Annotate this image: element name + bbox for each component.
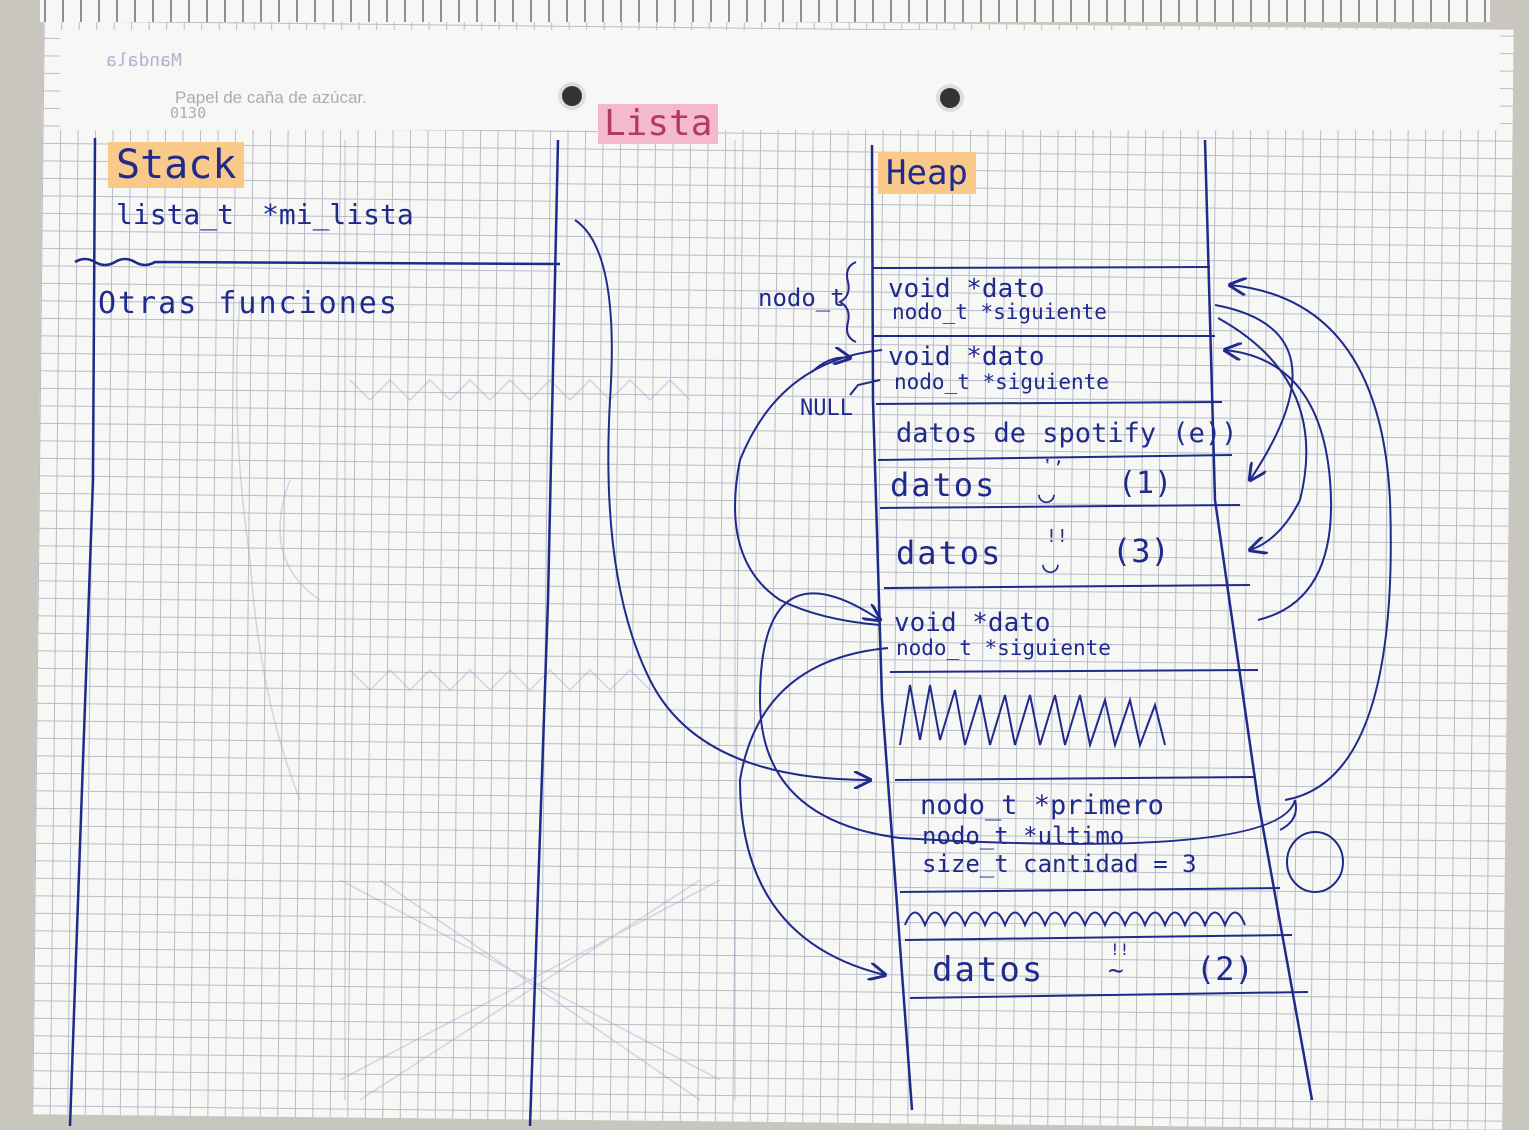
heap-garbage-2	[904, 911, 1246, 928]
data-1-eyes: ʽʼ	[1042, 458, 1064, 479]
arrow-node1-dato	[1214, 304, 1294, 480]
column-dividers	[68, 137, 1314, 1126]
data-3-index: (3)	[1112, 532, 1170, 570]
stack-variable-name: *mi_lista	[262, 198, 414, 231]
data-1-index: (1)	[1118, 466, 1173, 501]
data-1-label: datos	[890, 466, 997, 504]
stack-variable-type: lista_t	[116, 198, 235, 231]
arrow-node1-siguiente-to-node2	[1217, 317, 1308, 550]
lista-cantidad: size_t cantidad = 3	[922, 850, 1197, 878]
lista-ultimo: nodo_t *ultimo	[922, 822, 1125, 850]
spotify-data-cell: datos de spotify (e))	[896, 418, 1238, 449]
lista-title: Lista	[598, 104, 719, 144]
arrow-node2-dato	[734, 349, 883, 626]
data-1-mouth: ◡	[1038, 476, 1055, 509]
arrow-node3-dato	[1225, 350, 1332, 621]
arrow-ultimo-to-node3	[758, 592, 1297, 845]
node1-dato: void *dato	[888, 274, 1045, 304]
arrow-mi-lista-to-lista	[574, 219, 870, 780]
cantidad-circle	[1286, 831, 1344, 893]
null-label: NULL	[800, 396, 853, 421]
data-2-label: datos	[932, 950, 1045, 990]
node-type-label: nodo_t	[758, 284, 845, 312]
node2-dato: void *dato	[888, 342, 1045, 372]
binder-hole	[562, 86, 582, 106]
spiral-binding	[40, 0, 1490, 22]
stack-frame-separator	[74, 257, 561, 267]
lista-primero: nodo_t *primero	[920, 790, 1164, 821]
arrow-primero-to-node1	[1230, 285, 1392, 801]
node2-siguiente: nodo_t *siguiente	[894, 370, 1109, 394]
node1-siguiente: nodo_t *siguiente	[892, 300, 1107, 324]
page-number: 0130	[170, 104, 207, 122]
heap-title: Heap	[878, 152, 976, 194]
data-3-mouth: ◡	[1042, 546, 1059, 579]
data-2-eyes: !!	[1110, 940, 1130, 959]
paper-note: Papel de caña de azúcar.	[175, 88, 367, 107]
stack-title: Stack	[108, 142, 245, 188]
data-2-mouth: ∼	[1108, 956, 1124, 986]
arrow-node2-siguiente-null	[849, 379, 881, 396]
other-functions-label: Otras funciones	[98, 286, 399, 321]
pointer-arrows	[574, 219, 1392, 975]
binder-hole	[940, 88, 960, 108]
page-header	[60, 30, 1500, 130]
data-3-eyes: !!	[1046, 526, 1068, 547]
faded-previous-page	[235, 140, 736, 1101]
heap-cell-borders	[872, 266, 1309, 999]
node-brace	[837, 261, 857, 343]
heap-garbage-1	[899, 684, 1166, 749]
arrow-into-node2	[811, 358, 850, 373]
data-3-label: datos	[896, 534, 1003, 572]
node3-dato: void *dato	[894, 608, 1051, 638]
arrow-node3-siguiente	[738, 647, 888, 975]
node3-siguiente: nodo_t *siguiente	[896, 636, 1111, 660]
data-2-index: (2)	[1196, 950, 1254, 988]
